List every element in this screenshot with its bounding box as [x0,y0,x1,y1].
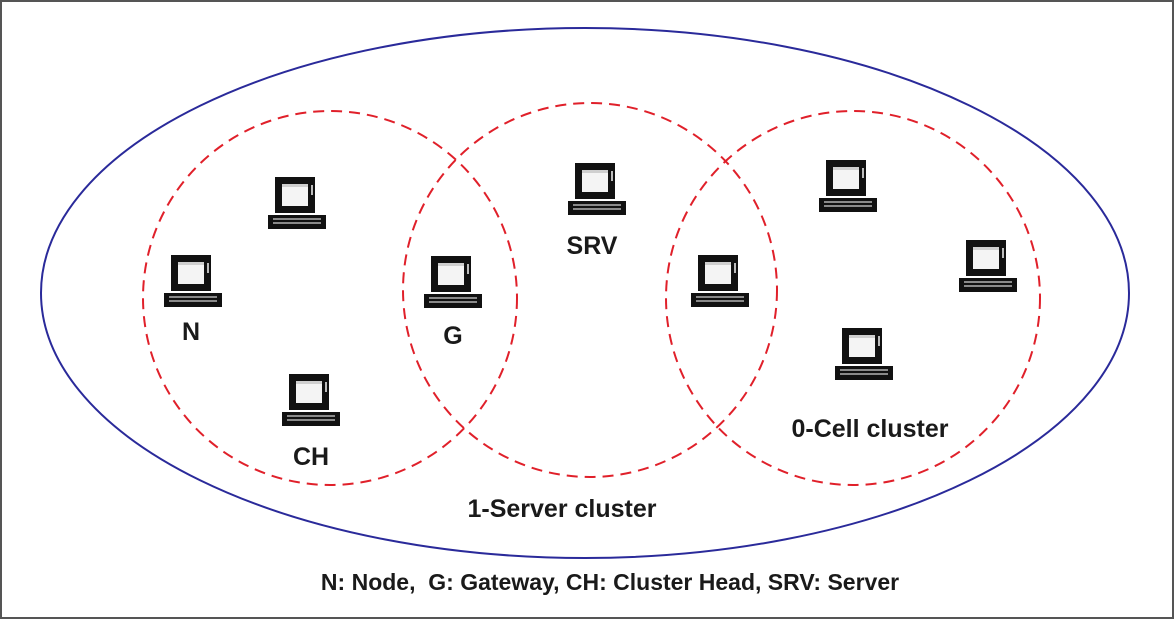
node-n: N [164,255,222,346]
node-srv: SRV [567,163,626,260]
node-label-ch: CH [293,443,329,471]
network-boundary-ellipse [40,27,1130,559]
node-ch: CH [282,374,340,471]
cell-cluster-label: 0-Cell cluster [791,415,948,443]
cluster-circle-left [142,110,518,486]
server-cluster-label: 1-Server cluster [467,495,656,523]
cluster-circle-cell [665,110,1041,486]
node-label-srv: SRV [567,232,618,260]
legend-text: N: Node, G: Gateway, CH: Cluster Head, S… [321,569,899,595]
cluster-circle-server [402,102,778,478]
node-g: G [424,256,482,350]
node-label-g: G [443,322,462,350]
node-label-n: N [182,318,200,346]
